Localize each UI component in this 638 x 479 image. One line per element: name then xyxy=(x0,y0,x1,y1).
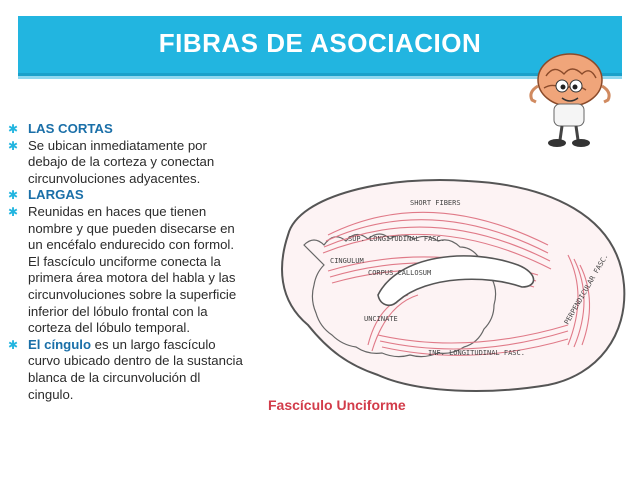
list-item: ✱ LAS CORTAS xyxy=(8,121,246,138)
list-item: ✱ El cíngulo es un largo fascículo curvo… xyxy=(8,337,246,403)
label-sup-fasc: SUP. LONGITUDINAL FASC. xyxy=(348,235,445,243)
figure-caption: Fascículo Unciforme xyxy=(268,397,406,413)
brain-mascot-icon xyxy=(529,53,611,147)
list-item: ✱ Reunidas en haces que tienen nombre y … xyxy=(8,204,246,337)
asterisk-bullet-icon: ✱ xyxy=(8,122,19,136)
asterisk-bullet-icon: ✱ xyxy=(8,337,19,352)
bullet-keyword: El cíngulo xyxy=(28,336,92,352)
label-uncinate: UNCINATE xyxy=(364,315,398,323)
label-callosum: CORPUS CALLOSUM xyxy=(368,269,431,277)
asterisk-bullet-icon: ✱ xyxy=(8,188,19,203)
bullet-list: ✱ LAS CORTAS ✱ Se ubican inmediatamente … xyxy=(8,121,246,403)
label-inf-fasc: INF. LONGITUDINAL FASC. xyxy=(428,349,525,357)
asterisk-bullet-icon: ✱ xyxy=(8,138,19,153)
list-item: ✱ LARGAS xyxy=(8,187,246,204)
bullet-text: Reunidas en haces que tienen nombre y qu… xyxy=(28,203,237,336)
slide-title: FIBRAS DE ASOCIACION xyxy=(158,28,482,58)
corpus-callosum-shape xyxy=(377,255,535,307)
bullet-keyword: LARGAS xyxy=(28,187,84,203)
bullet-text: es un largo fascículo curvo ubicado dent… xyxy=(28,336,243,402)
title-bar: FIBRAS DE ASOCIACION xyxy=(18,16,622,79)
bullet-text: Se ubican inmediatamente por debajo de l… xyxy=(28,137,215,186)
brain-diagram: SHORT FIBERS SUP. LONGITUDINAL FASC. CIN… xyxy=(281,178,626,392)
bullet-keyword: LAS CORTAS xyxy=(28,121,113,136)
list-item: ✱ Se ubican inmediatamente por debajo de… xyxy=(8,138,246,188)
label-short-fibers: SHORT FIBERS xyxy=(410,199,461,207)
label-cingulum: CINGULUM xyxy=(330,257,364,265)
asterisk-bullet-icon: ✱ xyxy=(8,204,19,219)
brain-outline xyxy=(281,178,626,392)
